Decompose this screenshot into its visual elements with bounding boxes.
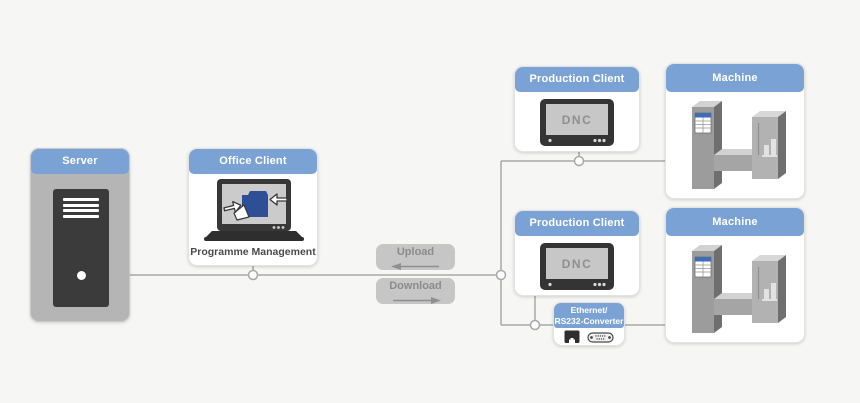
programme-management-label: Programme Management	[190, 246, 316, 258]
server-tower-icon	[53, 189, 109, 307]
db9-serial-connector-icon	[587, 331, 614, 343]
machine-1-header: Machine	[666, 64, 804, 92]
converter-title-line2: RS232-Converter	[554, 316, 624, 326]
server-vents	[63, 198, 99, 220]
download-arrow-right-icon	[392, 297, 441, 304]
converter-card: Ethernet/ RS232-Converter	[553, 302, 625, 346]
machine-chart-icon	[762, 139, 777, 157]
machine-2-card: Machine	[665, 207, 805, 343]
machine-control-panel-icon	[694, 112, 712, 134]
upload-label: Upload	[396, 246, 435, 258]
laptop-folder-transfer-icon	[204, 179, 304, 241]
converter-title-line1: Ethernet/	[570, 305, 608, 315]
production-client-1-header: Production Client	[515, 67, 639, 92]
download-label: Download	[389, 280, 442, 292]
machine-2-header: Machine	[666, 208, 804, 236]
server-header: Server	[31, 149, 129, 174]
office-client-card: Office Client Programme Management	[188, 148, 318, 266]
upload-button[interactable]: Upload	[376, 244, 455, 270]
dnc-monitor-icon: DNC	[540, 243, 614, 290]
dnc-screen-label: DNC	[562, 113, 593, 127]
folder-icon	[233, 191, 268, 221]
junction-node	[529, 319, 541, 331]
production-client-1-card: Production Client DNC	[514, 66, 640, 152]
converter-ports	[554, 328, 624, 346]
server-card: Server	[30, 148, 130, 322]
upload-arrow-left-icon	[390, 263, 439, 270]
arrow-into-folder-left-icon	[223, 200, 242, 213]
production-client-2-card: Production Client DNC	[514, 210, 640, 296]
junction-node	[495, 269, 507, 281]
converter-header: Ethernet/ RS232-Converter	[554, 303, 624, 328]
production-client-2-header: Production Client	[515, 211, 639, 236]
office-client-header: Office Client	[189, 149, 317, 174]
arrow-into-folder-right-icon	[269, 193, 288, 206]
junction-node	[573, 155, 585, 167]
cnc-machine-icon	[692, 101, 786, 189]
dnc-monitor-icon: DNC	[540, 99, 614, 146]
download-button[interactable]: Download	[376, 278, 455, 304]
machine-control-panel-icon	[694, 256, 712, 278]
machine-chart-icon	[762, 283, 777, 301]
junction-node	[247, 269, 259, 281]
power-button-icon	[76, 271, 86, 280]
dnc-screen-label: DNC	[562, 257, 593, 271]
rj45-ethernet-port-icon	[564, 330, 580, 343]
cnc-machine-icon	[692, 245, 786, 333]
machine-1-card: Machine	[665, 63, 805, 199]
